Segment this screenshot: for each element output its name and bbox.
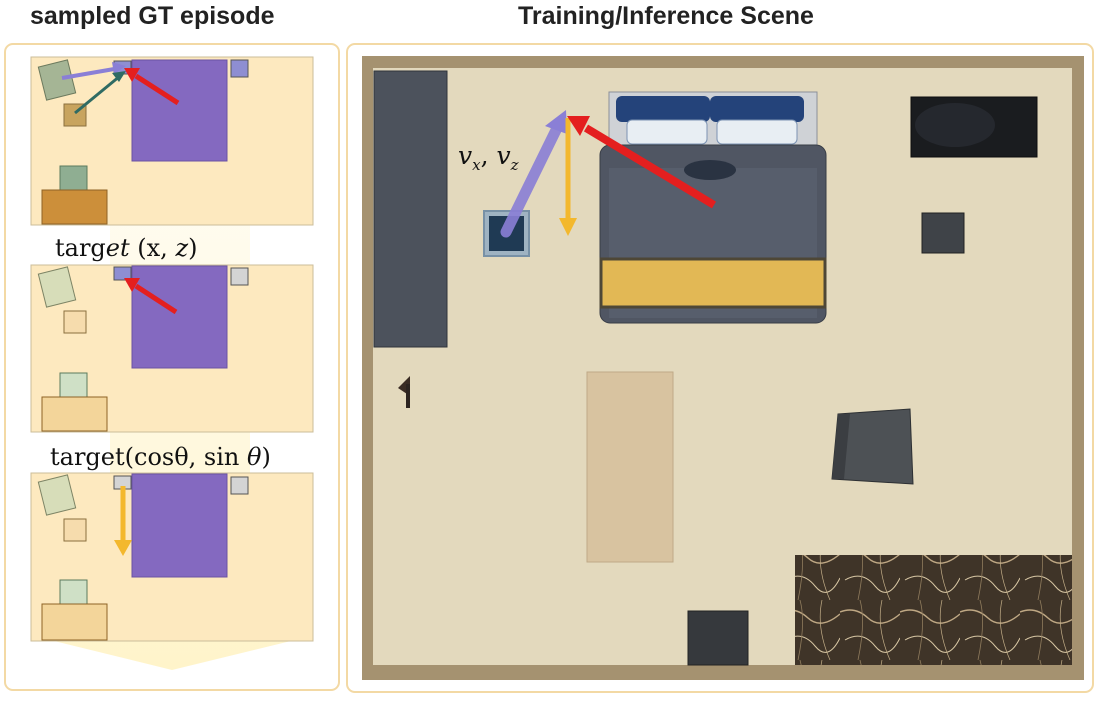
bottom-box	[687, 610, 749, 666]
rug	[586, 371, 674, 563]
right-panel-title: Training/Inference Scene	[518, 2, 814, 30]
teal-arrow	[74, 74, 121, 115]
bed-shape	[131, 59, 228, 162]
episode-frame-3	[30, 472, 314, 642]
left-panel-title: sampled GT episode	[30, 2, 275, 30]
velocity-label: vx, vz	[458, 141, 519, 174]
episode-frame-2	[30, 264, 314, 433]
purple-arrow	[61, 66, 121, 80]
velocity-arrow	[500, 120, 564, 238]
red-arrow	[134, 73, 180, 106]
wardrobe	[373, 70, 448, 348]
stool	[921, 212, 965, 254]
bed	[599, 91, 827, 324]
caption-target-orientation: target(cosθ, sin θ)	[50, 443, 271, 471]
desk-shape	[41, 189, 108, 225]
target-arrow	[583, 124, 717, 209]
episode-frame-1	[30, 56, 314, 226]
caption-target-position: target (x, z)	[55, 234, 198, 262]
marble-floor	[795, 555, 1072, 665]
left-panel	[4, 43, 340, 691]
red-arrow	[134, 283, 178, 315]
right-panel	[346, 43, 1094, 693]
